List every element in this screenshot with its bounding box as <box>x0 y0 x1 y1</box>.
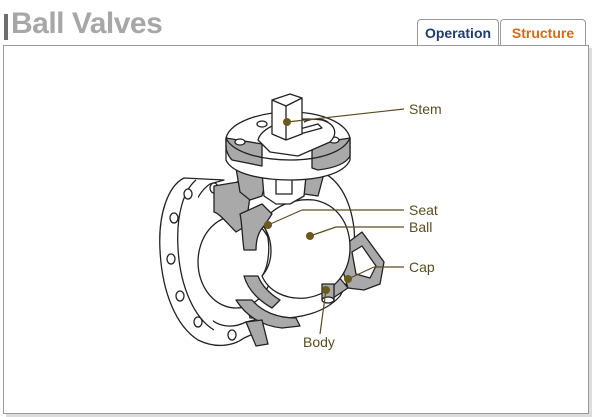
label-ball: Ball <box>409 219 432 235</box>
stem-marker <box>283 118 291 126</box>
body-marker <box>322 286 330 294</box>
tab-operation[interactable]: Operation <box>417 19 499 46</box>
page-header: Ball Valves Operation Structure <box>0 0 594 46</box>
label-cap: Cap <box>409 259 435 275</box>
cap-marker <box>344 275 352 283</box>
stem <box>271 93 303 141</box>
seat-ring <box>239 203 273 251</box>
seat-marker <box>264 221 272 229</box>
label-body: Body <box>303 334 335 350</box>
ball-marker <box>306 232 314 240</box>
body-section-lower <box>235 299 301 329</box>
tab-structure[interactable]: Structure <box>500 19 586 46</box>
left-flange <box>159 177 263 347</box>
body-section-bottom <box>245 319 269 347</box>
title-accent-bar <box>4 14 8 40</box>
label-stem: Stem <box>409 101 442 117</box>
page-title: Ball Valves <box>11 7 163 40</box>
label-seat: Seat <box>409 202 438 218</box>
panel-shadow-bottom <box>6 414 592 417</box>
panel-shadow-right <box>589 48 592 416</box>
